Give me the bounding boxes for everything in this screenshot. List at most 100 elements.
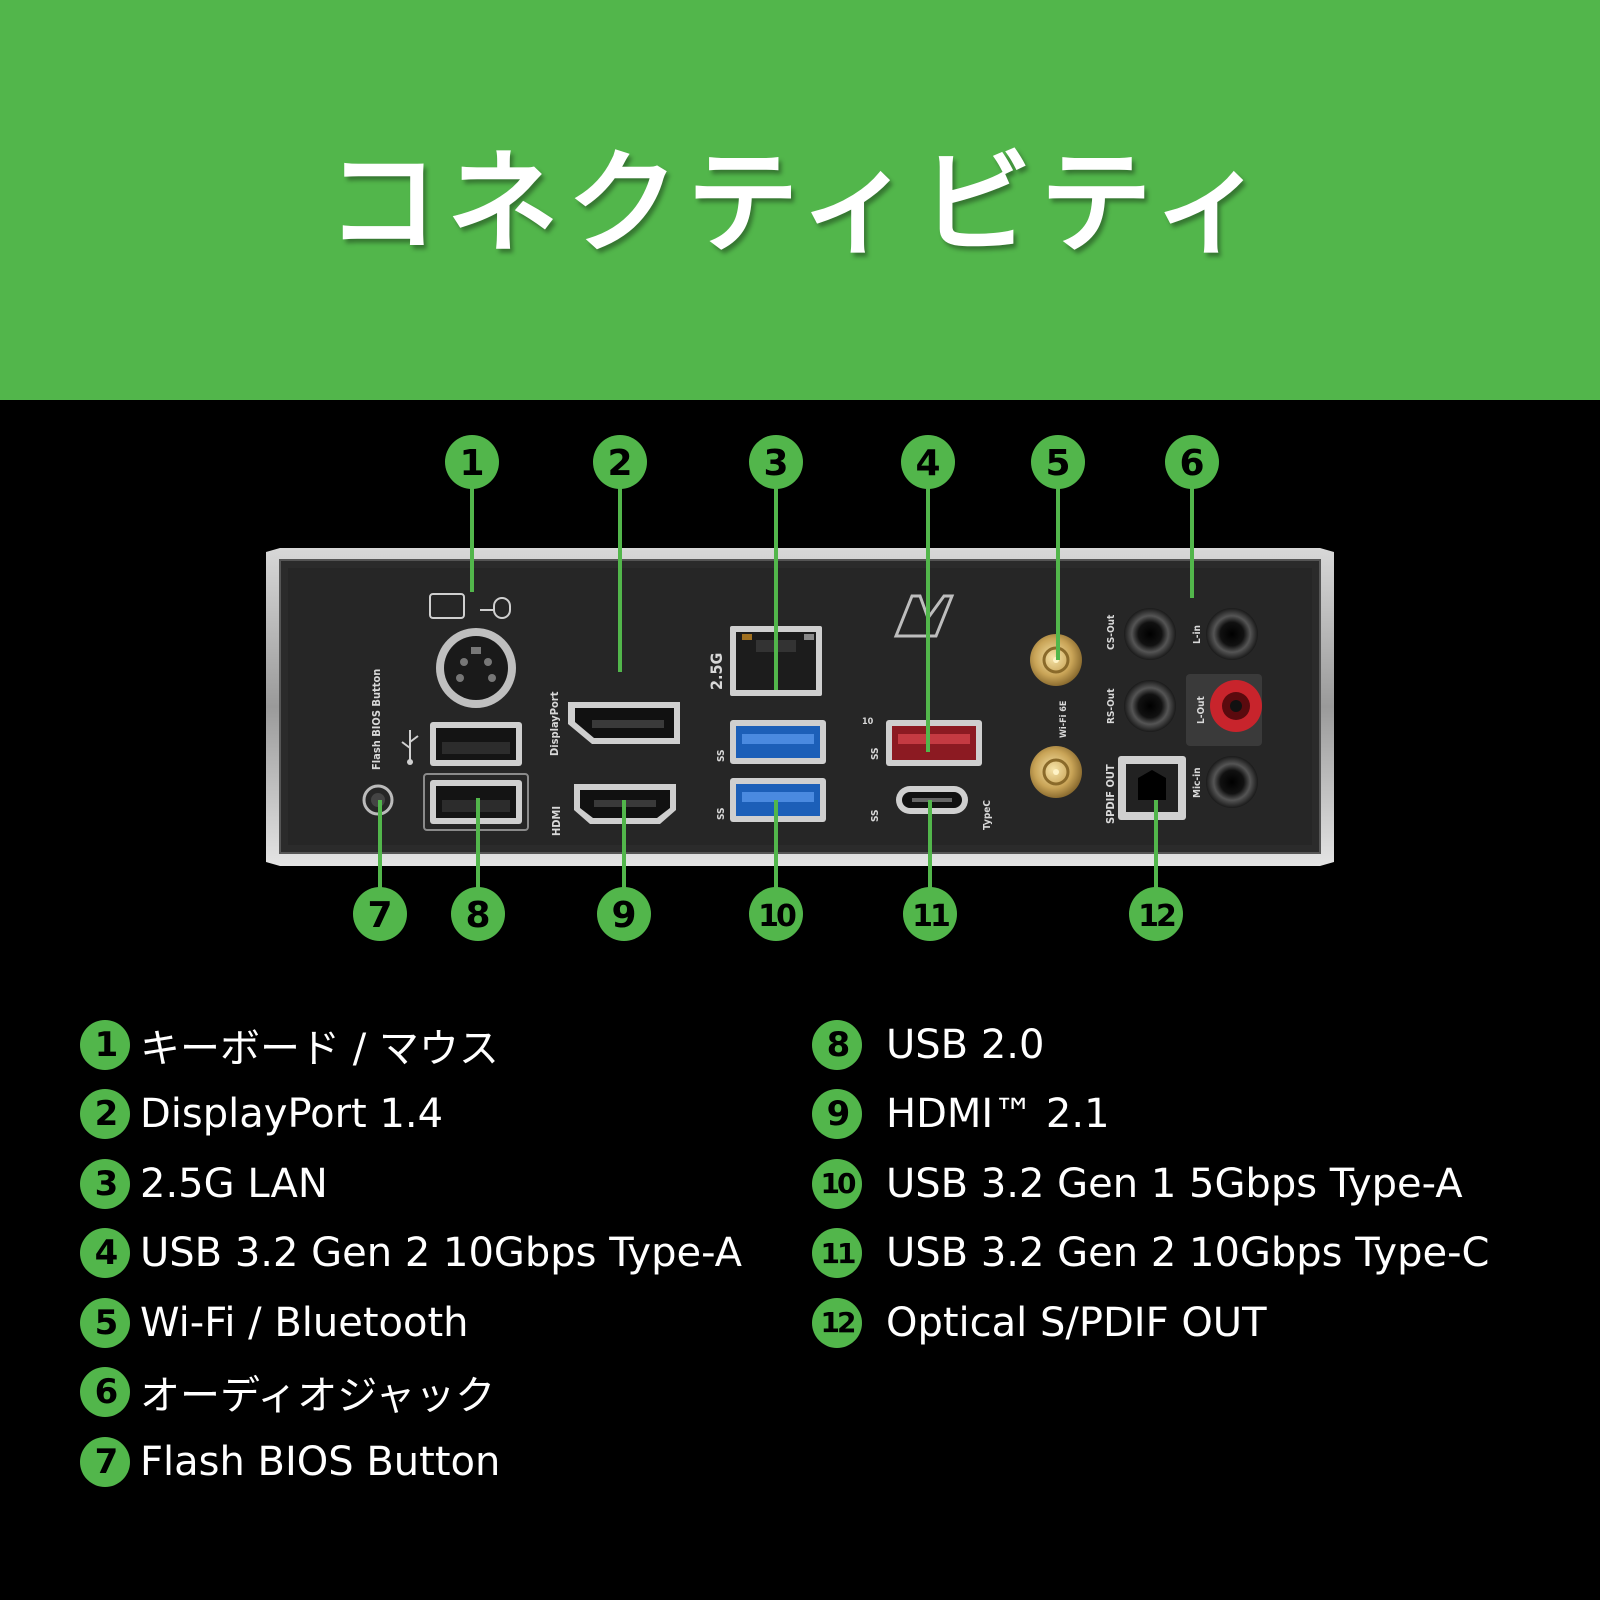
typec-label: TypeC <box>982 800 993 830</box>
mic-in-label: Mic-in <box>1192 767 1203 798</box>
io-panel-diagram: Flash BIOS Button DisplayPort <box>0 400 1600 990</box>
spdif-label: SPDIF OUT <box>1104 764 1117 824</box>
callout-number-9: 9 <box>611 895 636 936</box>
wifi-label: Wi-Fi 6E <box>1059 701 1069 738</box>
legend-number: 10 <box>812 1158 862 1209</box>
ps2-socket <box>444 636 508 700</box>
usb-icon <box>401 730 419 765</box>
hdmi-logo: HDMI <box>550 806 563 836</box>
legend-text: Wi-Fi / Bluetooth <box>140 1299 469 1346</box>
flash-bios-label: Flash BIOS Button <box>370 669 383 770</box>
ss10-number: 10 <box>862 717 874 727</box>
audio-jacks: CS-Out RS-Out L-in L-Out Mic-in <box>1106 608 1262 808</box>
legend-text: HDMI™ 2.1 <box>886 1091 1110 1138</box>
mag-logo <box>893 594 955 638</box>
ps2-port <box>429 593 516 708</box>
legend-text: オーディオジャック <box>140 1373 496 1420</box>
callout-number-6: 6 <box>1179 443 1204 484</box>
title-banner: コネクティビティ <box>0 0 1600 400</box>
legend-number: 3 <box>80 1158 130 1209</box>
legend-number: 1 <box>80 1019 130 1070</box>
legend-number: 12 <box>812 1297 862 1348</box>
callout-lines <box>378 488 1194 888</box>
callout-badge-3: 3 <box>749 435 803 489</box>
legend-item: 12 Optical S/PDIF OUT <box>812 1288 1489 1358</box>
legend-text: USB 2.0 <box>886 1021 1045 1068</box>
callout-number-8: 8 <box>465 895 490 936</box>
jack-line-in <box>1206 608 1258 660</box>
legend-text: Flash BIOS Button <box>140 1438 501 1485</box>
legend-number: 8 <box>812 1019 862 1070</box>
callout-badge-11: 11 <box>903 887 957 941</box>
legend-item: 11 USB 3.2 Gen 2 10Gbps Type-C <box>812 1219 1489 1289</box>
usb3-gen2-typea-port: SS 10 <box>862 717 982 766</box>
l-in-label: L-in <box>1192 625 1203 644</box>
displayport-label: DisplayPort <box>548 691 561 756</box>
legend-number: 6 <box>80 1367 130 1418</box>
callouts-bottom: 7 8 9 10 11 12 <box>353 887 1183 941</box>
lan-speed-label: 2.5G <box>707 653 726 690</box>
legend-number: 9 <box>812 1089 862 1140</box>
legend-item: 9 HDMI™ 2.1 <box>812 1080 1489 1150</box>
callout-badge-1: 1 <box>445 435 499 489</box>
callout-number-10: 10 <box>758 899 796 934</box>
legend-number: 5 <box>80 1297 130 1348</box>
legend-number: 7 <box>80 1436 130 1487</box>
displayport-port: DisplayPort <box>548 691 680 756</box>
legend-text: Optical S/PDIF OUT <box>886 1299 1267 1346</box>
legend-number: 2 <box>80 1089 130 1140</box>
legend-item: 10 USB 3.2 Gen 1 5Gbps Type-A <box>812 1149 1489 1219</box>
io-panel-svg: Flash BIOS Button DisplayPort <box>266 435 1334 941</box>
callout-badge-7: 7 <box>353 887 407 941</box>
legend-text: DisplayPort 1.4 <box>140 1091 444 1138</box>
callout-number-5: 5 <box>1045 443 1070 484</box>
ss10-logo: SS <box>870 747 881 760</box>
page-title: コネクティビティ <box>326 139 1274 269</box>
l-out-label: L-Out <box>1196 695 1207 724</box>
callout-badge-6: 6 <box>1165 435 1219 489</box>
callout-number-11: 11 <box>912 899 949 934</box>
callout-badge-12: 12 <box>1129 887 1183 941</box>
ss-logo-bottom: SS <box>716 807 727 820</box>
callout-number-2: 2 <box>607 443 632 484</box>
ss10-logo-c: SS <box>870 809 881 822</box>
callouts-top: 1 2 3 4 5 6 <box>445 435 1219 489</box>
mouse-icon <box>480 597 511 619</box>
spdif-port: SPDIF OUT <box>1104 756 1186 824</box>
legend-text: USB 3.2 Gen 2 10Gbps Type-A <box>140 1230 743 1277</box>
legend-text: キーボード / マウス <box>140 1025 499 1072</box>
ss-logo-top: SS <box>716 749 727 762</box>
legend-item: 8 USB 2.0 <box>812 1010 1489 1080</box>
legend-text: USB 3.2 Gen 2 10Gbps Type-C <box>886 1230 1490 1277</box>
jack-rs-out <box>1124 680 1176 732</box>
callout-number-12: 12 <box>1138 899 1175 934</box>
legend-text: 2.5G LAN <box>140 1160 328 1207</box>
callout-badge-10: 10 <box>749 887 803 941</box>
callout-badge-4: 4 <box>901 435 955 489</box>
callout-number-7: 7 <box>367 895 392 936</box>
legend-right: 8 USB 2.0 9 HDMI™ 2.1 10 USB 3.2 Gen 1 5Gbp… <box>812 1010 1489 1358</box>
callout-badge-8: 8 <box>451 887 505 941</box>
jack-mic-in <box>1206 756 1258 808</box>
keyboard-icon <box>429 593 465 619</box>
legend-number: 11 <box>812 1228 862 1279</box>
callout-number-1: 1 <box>459 443 484 484</box>
jack-cs-out <box>1124 608 1176 660</box>
legend-number: 4 <box>80 1228 130 1279</box>
cs-out-label: CS-Out <box>1106 614 1117 650</box>
callout-number-4: 4 <box>915 443 940 484</box>
callout-badge-9: 9 <box>597 887 651 941</box>
callout-badge-2: 2 <box>593 435 647 489</box>
callout-badge-5: 5 <box>1031 435 1085 489</box>
callout-number-3: 3 <box>763 443 788 484</box>
legend-text: USB 3.2 Gen 1 5Gbps Type-A <box>886 1160 1463 1207</box>
rs-out-label: RS-Out <box>1106 688 1117 724</box>
